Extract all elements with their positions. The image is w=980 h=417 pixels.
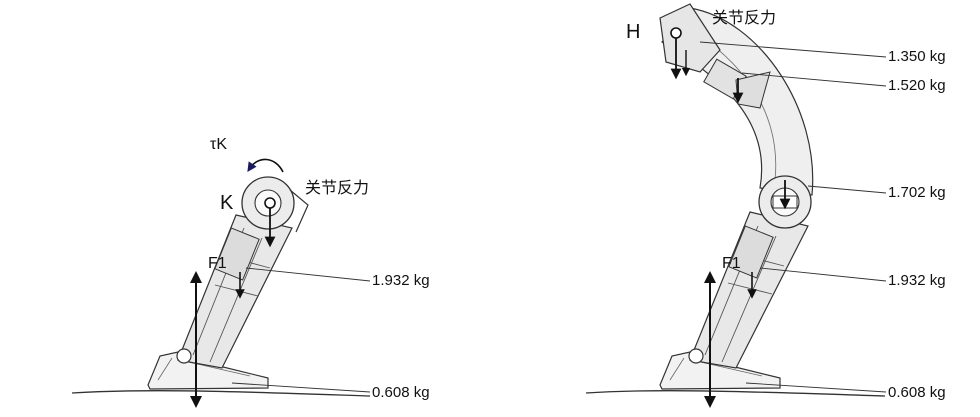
right-mass-1350: 1.350 kg bbox=[888, 48, 946, 65]
right-leader-1932 bbox=[759, 267, 887, 282]
right-hip-block bbox=[659, 3, 721, 73]
right-foot bbox=[659, 351, 781, 390]
right-joint-force-label: 关节反力 bbox=[712, 8, 777, 27]
right-mass-1520: 1.520 kg bbox=[888, 77, 946, 94]
left-leader-0608 bbox=[231, 382, 371, 393]
left-joint-force-label: 关节反力 bbox=[305, 178, 370, 197]
left-mass-1932: 1.932 kg bbox=[372, 272, 430, 289]
right-mass-1702: 1.702 kg bbox=[888, 184, 946, 201]
left-torque-arrow bbox=[247, 158, 284, 173]
left-mass-0608: 0.608 kg bbox=[372, 384, 430, 401]
right-mass-0608: 0.608 kg bbox=[888, 384, 946, 401]
left-leader-1932 bbox=[245, 267, 371, 282]
left-foot bbox=[147, 351, 269, 390]
right-leader-1520 bbox=[741, 72, 887, 87]
left-torque-label: τK bbox=[210, 136, 227, 153]
right-joint-label-h: H bbox=[626, 21, 641, 43]
right-mass-1932: 1.932 kg bbox=[888, 272, 946, 289]
left-joint-label-k: K bbox=[220, 192, 234, 214]
right-f1-label: F1 bbox=[722, 255, 741, 272]
right-leg-diagram bbox=[585, 3, 887, 408]
left-ground-line bbox=[71, 390, 371, 397]
right-leader-1350 bbox=[699, 41, 887, 58]
left-leg-diagram bbox=[71, 158, 371, 408]
right-leader-0608 bbox=[745, 382, 887, 393]
right-ground-line bbox=[585, 390, 886, 397]
left-f1-label: F1 bbox=[208, 255, 227, 272]
right-leader-1702 bbox=[807, 185, 887, 194]
